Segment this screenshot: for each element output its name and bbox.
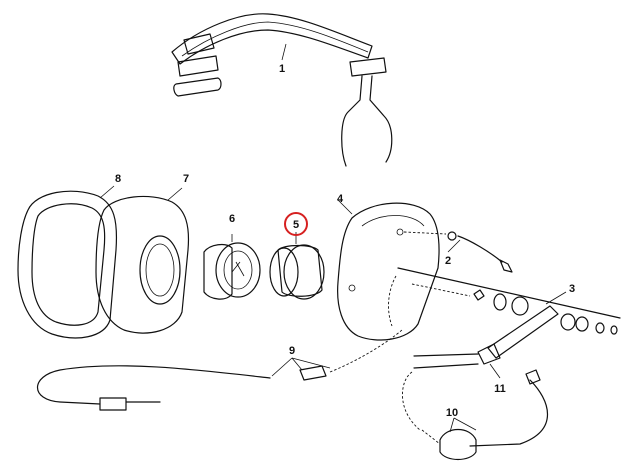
headset-cable [36, 329, 403, 411]
callout-1: 1 [279, 63, 285, 75]
callout-6: 6 [229, 213, 235, 225]
mic-boom [402, 305, 559, 431]
callout-5: 5 [293, 219, 299, 231]
callout-4: 4 [337, 193, 344, 205]
callout-11: 11 [494, 383, 506, 395]
callout-3: 3 [569, 283, 575, 295]
ptt-connector [421, 369, 548, 461]
volume-knob [403, 231, 513, 273]
callout-2: 2 [445, 255, 451, 267]
speaker-driver [203, 234, 261, 300]
highlight-ring [284, 212, 308, 236]
ear-seal [17, 185, 118, 339]
foam-insert [269, 212, 325, 300]
callout-7: 7 [183, 173, 189, 185]
ear-cushion-ring [95, 187, 190, 334]
ear-cup [337, 199, 440, 341]
mic-boom-hardware [397, 267, 621, 335]
callout-10: 10 [446, 407, 458, 419]
callout-labels: 1 2 3 4 5 6 7 8 9 10 11 [115, 63, 575, 419]
callout-9: 9 [289, 345, 295, 357]
headband [171, 13, 393, 167]
callout-8: 8 [115, 173, 121, 185]
